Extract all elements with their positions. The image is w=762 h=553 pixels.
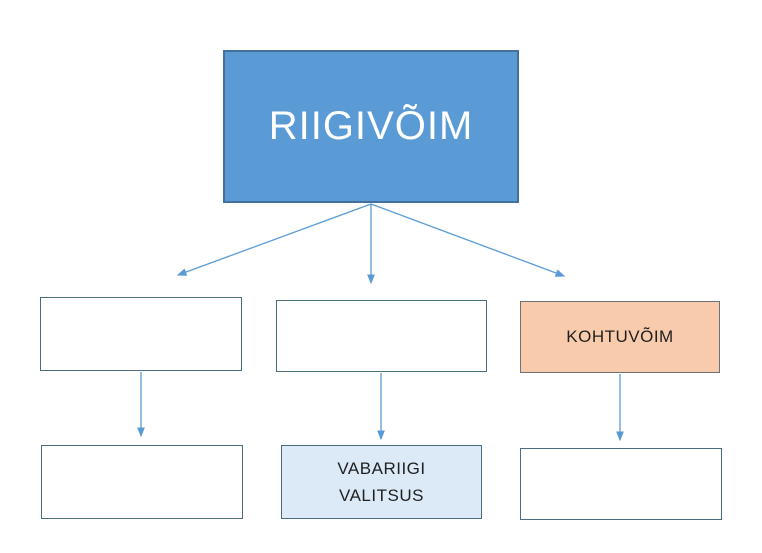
node-kohtuvoim-label: KOHTUVÕIM — [566, 327, 674, 346]
node-level3-left-empty — [41, 445, 243, 519]
node-vabariigi-valitsus-label: VABARIIGI VALITSUS — [337, 455, 425, 509]
node-level3-right-empty — [520, 448, 722, 520]
node-kohtuvoim: KOHTUVÕIM — [520, 301, 720, 373]
node-riigivoim: RIIGIVÕIM — [223, 50, 519, 203]
node-riigivoim-label: RIIGIVÕIM — [268, 104, 474, 148]
node-vabariigi-valitsus-label-line2: VALITSUS — [339, 486, 424, 505]
node-vabariigi-valitsus: VABARIIGI VALITSUS — [281, 445, 482, 519]
node-level2-middle-empty — [276, 300, 487, 372]
node-vabariigi-valitsus-label-line1: VABARIIGI — [337, 459, 426, 478]
connector-root-to-l2-left — [176, 203, 372, 276]
connector-root-to-l2-right — [370, 203, 566, 277]
node-level2-left-empty — [40, 297, 242, 371]
